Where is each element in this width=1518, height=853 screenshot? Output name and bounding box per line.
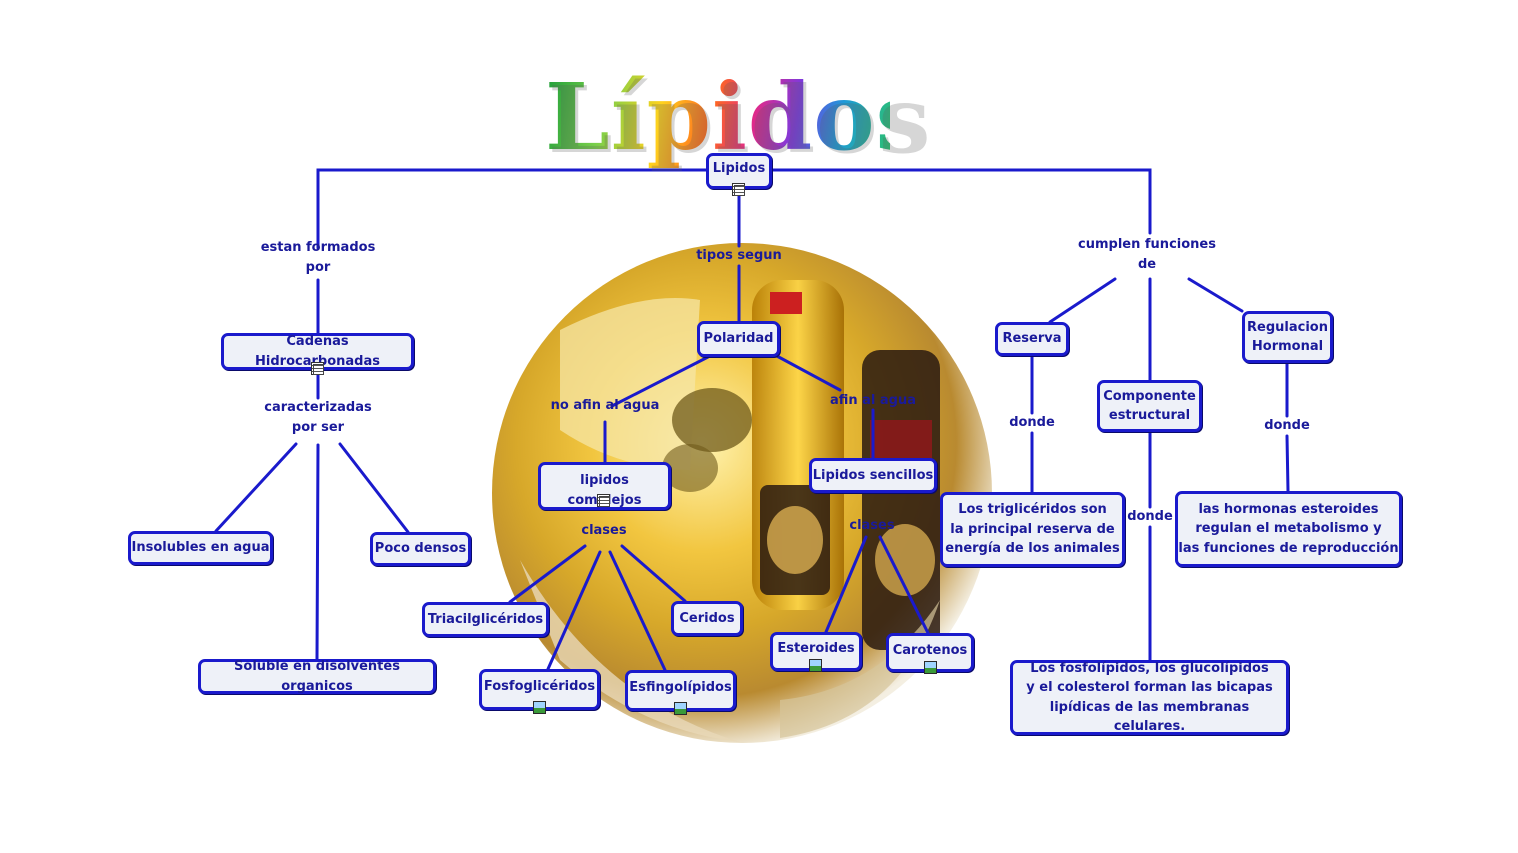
image-icon[interactable]: [533, 701, 546, 714]
connector-line: [546, 550, 602, 671]
image-icon[interactable]: [674, 702, 687, 715]
node-componente-estructural[interactable]: Componente estructural: [1097, 380, 1202, 432]
link-clases-sencillos: clases: [849, 518, 895, 533]
node-polaridad[interactable]: Polaridad: [697, 321, 780, 357]
document-icon[interactable]: [597, 494, 610, 507]
document-icon[interactable]: [732, 183, 745, 196]
node-ceridos[interactable]: Ceridos: [671, 601, 743, 636]
connector-line: [508, 544, 587, 604]
connector-line: [338, 442, 410, 534]
link-caracterizadas-por-ser: caracterizadas por ser: [264, 400, 372, 435]
connector-line: [315, 443, 320, 661]
connector-line: [214, 442, 298, 533]
link-donde-componente: donde: [1127, 509, 1173, 524]
document-icon[interactable]: [311, 362, 324, 375]
node-reserva[interactable]: Reserva: [995, 322, 1069, 356]
connector-line: [1285, 434, 1290, 493]
node-soluble-en-disolventes[interactable]: Soluble en disolventes organicos: [198, 659, 436, 694]
connector-lines: [214, 168, 1290, 672]
node-trigliceridos-reserva[interactable]: Los triglicéridos son la principal reser…: [940, 492, 1125, 567]
node-fosfolipidos-membranas[interactable]: Los fosfolípidos, los glucolípidos y el …: [1010, 660, 1289, 735]
node-lipidos-complejos[interactable]: lipidos complejos: [538, 462, 671, 510]
image-icon[interactable]: [809, 659, 822, 672]
connector-line: [878, 535, 930, 635]
connector-line: [620, 544, 687, 603]
link-afin-al-agua: afin al agua: [829, 393, 917, 408]
node-insolubles-en-agua[interactable]: Insolubles en agua: [128, 531, 273, 565]
link-cumplen-funciones-de: cumplen funciones de: [1078, 237, 1216, 272]
connector-line: [773, 353, 842, 392]
node-poco-densos[interactable]: Poco densos: [370, 532, 471, 566]
link-no-afin-al-agua: no afin al agua: [550, 398, 660, 413]
connector-line: [610, 355, 710, 408]
connector-line: [1187, 277, 1244, 313]
connector-line: [1048, 277, 1117, 324]
link-donde-reserva: donde: [1009, 415, 1055, 430]
connector-line: [608, 550, 667, 672]
node-hormonas-esteroides[interactable]: las hormonas esteroides regulan el metab…: [1175, 491, 1402, 567]
link-clases-complejos: clases: [581, 523, 627, 538]
node-triacilgliceridos[interactable]: Triacilglicéridos: [422, 602, 549, 637]
connector-line: [824, 535, 868, 634]
link-estan-formados-por: estan formados por: [260, 240, 376, 275]
connector-line: [770, 168, 1152, 235]
node-regulacion-hormonal[interactable]: Regulacion Hormonal: [1242, 311, 1333, 363]
olive-oil-sphere-image: [492, 243, 992, 743]
image-icon[interactable]: [924, 661, 937, 674]
connector-line: [316, 168, 708, 250]
link-tipos-segun: tipos segun: [696, 248, 782, 263]
node-lipidos-sencillos[interactable]: Lipidos sencillos: [809, 458, 937, 493]
link-donde-regulacion: donde: [1264, 418, 1310, 433]
